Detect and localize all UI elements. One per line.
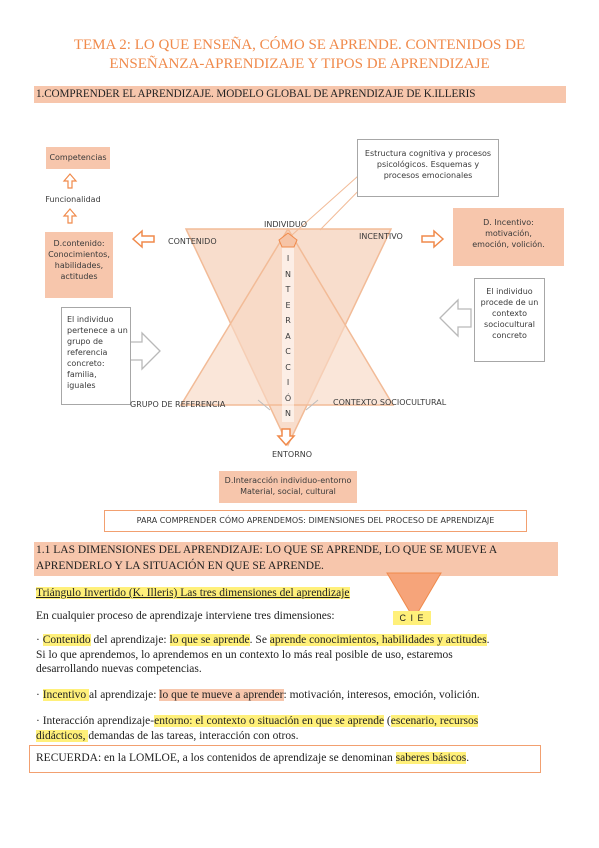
individuo-label: INDIVIDUO <box>264 220 308 229</box>
grey-arrow-left-icon <box>439 298 472 338</box>
cie-badge: C I E <box>393 611 431 625</box>
arrow-up-icon-2 <box>62 208 78 224</box>
diagram-shapes <box>62 167 472 447</box>
arrow-right-icon <box>421 229 445 249</box>
page-title: TEMA 2: LO QUE ENSEÑA, CÓMO SE APRENDE. … <box>73 37 526 72</box>
paragraph-contenido: · Contenido del aprendizaje: lo que se a… <box>36 634 490 675</box>
individuo-pertenece-box: El individuo pertenece a un grupo de ref… <box>61 307 131 405</box>
interaccion-vertical-label: I N T E R A C C I Ó N <box>284 254 292 418</box>
arrow-left-icon <box>131 229 155 249</box>
grupo-referencia-label: GRUPO DE REFERENCIA <box>130 400 226 409</box>
interaction-column <box>282 242 294 422</box>
funcionalidad-label: Funcionalidad <box>45 195 101 204</box>
dcontenido-box: D.contenido: Conocimientos, habilidades,… <box>45 232 113 298</box>
triangle-subtitle: Triángulo Invertido (K. Illeris) Las tre… <box>36 587 350 599</box>
illeris-diagram: Competencias Funcionalidad D.contenido: … <box>0 105 599 505</box>
individuo-procede-box: El individuo procede de un contexto soci… <box>474 278 545 362</box>
section-heading-1: 1.COMPRENDER EL APRENDIZAJE. MODELO GLOB… <box>34 86 566 103</box>
arrow-down-icon <box>276 428 296 447</box>
inverted-triangle-icon <box>386 572 442 620</box>
entorno-label: ENTORNO <box>272 450 313 459</box>
paragraph-incentivo: · Incentivo al aprendizaje: lo que te mu… <box>36 689 480 701</box>
summary-box: PARA COMPRENDER CÓMO APRENDEMOS: DIMENSI… <box>104 510 527 532</box>
dincentivo-box: D. Incentivo: motivación, emoción, volic… <box>453 208 564 266</box>
contenido-label: CONTENIDO <box>168 237 217 246</box>
incentivo-label: INCENTIVO <box>359 232 403 241</box>
competencias-box: Competencias <box>46 147 110 169</box>
arrow-up-icon <box>62 173 78 189</box>
pentagon-icon <box>278 232 298 248</box>
recuerda-box: RECUERDA: en la LOMLOE, a los contenidos… <box>29 745 541 773</box>
paragraph-interaccion: · Interacción aprendizaje-entorno: el co… <box>36 715 479 742</box>
estructura-box: Estructura cognitiva y procesos psicológ… <box>357 139 499 197</box>
dinteraccion-box: D.Interacción individuo-entorno Material… <box>219 471 357 503</box>
section-heading-1-1: 1.1 LAS DIMENSIONES DEL APRENDIZAJE: LO … <box>34 542 558 576</box>
contexto-sociocultural-label: CONTEXTO SOCIOCULTURAL <box>333 398 447 407</box>
grey-arrow-right-icon <box>128 331 161 371</box>
intro-text: En cualquier proceso de aprendizaje inte… <box>36 610 335 622</box>
